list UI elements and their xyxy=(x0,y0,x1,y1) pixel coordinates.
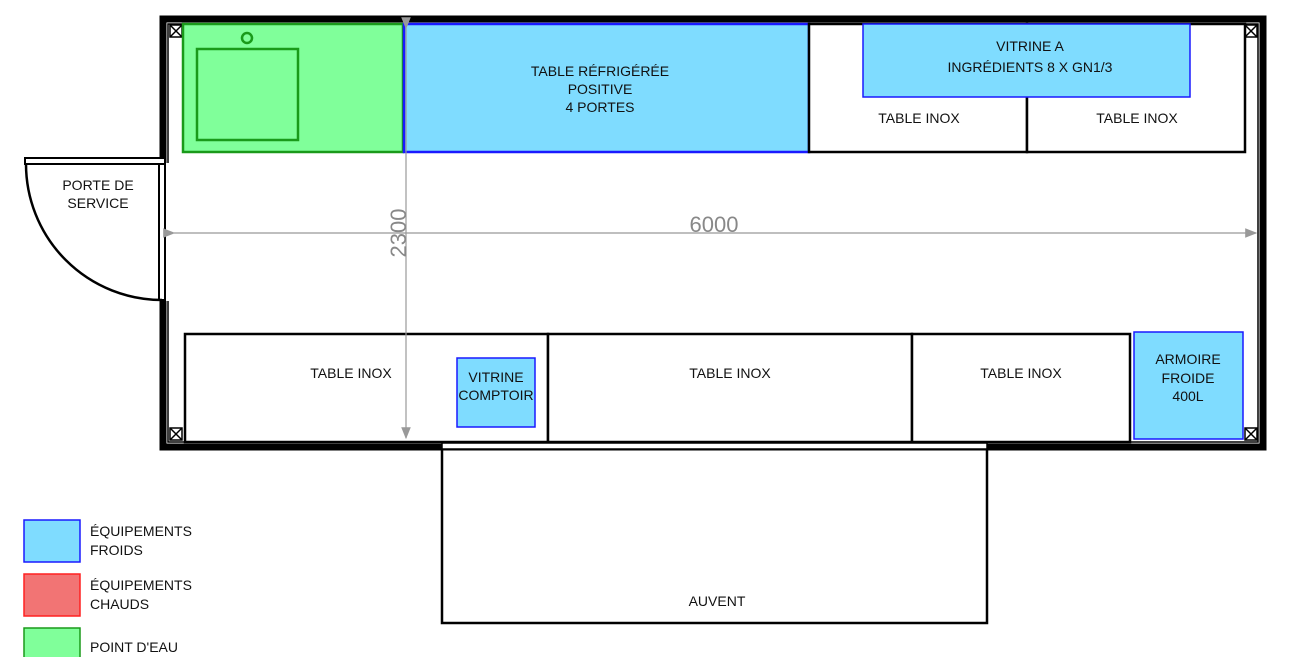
table-label: TABLE INOX xyxy=(310,365,392,381)
armoire-froide: ARMOIRE FROIDE 400L xyxy=(1133,331,1244,440)
width-label: 6000 xyxy=(690,212,739,237)
table-label: TABLE INOX xyxy=(980,365,1062,381)
vitrine-comptoir-label: VITRINE xyxy=(468,369,523,385)
armoire-label: ARMOIRE xyxy=(1155,351,1220,367)
legend-item-hot: ÉQUIPEMENTS CHAUDS xyxy=(23,573,192,617)
legend: ÉQUIPEMENTS FROIDS ÉQUIPEMENTS CHAUDS PO… xyxy=(23,519,192,657)
corner-markers xyxy=(169,24,1258,441)
legend-label: FROIDS xyxy=(90,542,143,558)
depth-label: 2300 xyxy=(386,209,411,258)
table-label: TABLE INOX xyxy=(878,110,960,126)
fridge-table: TABLE RÉFRIGÉRÉE POSITIVE 4 PORTES xyxy=(402,22,811,154)
door-label: SERVICE xyxy=(67,195,128,211)
door-label: PORTE DE xyxy=(62,177,133,193)
service-door[interactable]: PORTE DE SERVICE xyxy=(24,157,170,302)
faucet-icon xyxy=(240,31,254,45)
vitrine-a: VITRINE A INGRÉDIENTS 8 X GN1/3 xyxy=(862,23,1191,98)
fridge-table-label: TABLE RÉFRIGÉRÉE xyxy=(531,63,669,79)
table-label: TABLE INOX xyxy=(689,365,771,381)
table-label: TABLE INOX xyxy=(1096,110,1178,126)
fridge-table-label: 4 PORTES xyxy=(566,99,635,115)
fridge-table-label: POSITIVE xyxy=(568,81,633,97)
legend-label: ÉQUIPEMENTS xyxy=(90,523,192,539)
legend-item-water: POINT D'EAU xyxy=(23,627,178,657)
corner-x-icon xyxy=(1244,427,1258,441)
armoire-label: FROIDE xyxy=(1162,370,1215,386)
vitrine-comptoir-label: COMPTOIR xyxy=(458,387,533,403)
legend-label: ÉQUIPEMENTS xyxy=(90,577,192,593)
corner-x-icon xyxy=(1244,24,1258,38)
vitrine-a-label: VITRINE A xyxy=(996,38,1064,54)
bottom-table-3: TABLE INOX xyxy=(910,332,1132,444)
vitrine-a-label: INGRÉDIENTS 8 X GN1/3 xyxy=(948,59,1113,75)
auvent-label: AUVENT xyxy=(689,593,746,609)
dimension-depth: 2300 xyxy=(386,17,411,440)
legend-item-cold: ÉQUIPEMENTS FROIDS xyxy=(23,519,192,563)
armoire-label: 400L xyxy=(1172,388,1203,404)
auvent: AUVENT xyxy=(440,445,989,625)
legend-label: CHAUDS xyxy=(90,596,149,612)
corner-x-icon xyxy=(169,24,183,38)
vitrine-comptoir: VITRINE COMPTOIR xyxy=(456,357,536,428)
corner-x-icon xyxy=(169,427,183,441)
bottom-table-2: TABLE INOX xyxy=(546,332,914,444)
legend-label: POINT D'EAU xyxy=(90,639,178,655)
dimension-width: 6000 xyxy=(163,212,1258,238)
sink-point-eau xyxy=(181,22,405,154)
